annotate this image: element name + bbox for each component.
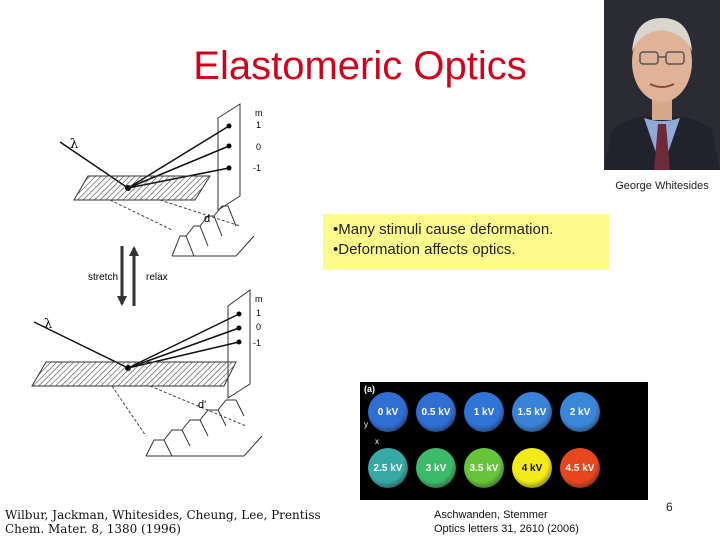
grid-cell: 2.5 kV [368, 448, 408, 488]
order-m1-bottom: -1 [253, 338, 261, 348]
slide-title: Elastomeric Optics [150, 44, 570, 89]
order-0-top: 0 [256, 142, 261, 152]
citation-left-line-2: Chem. Mater. 8, 1380 (1996) [5, 522, 321, 536]
grid-cell: 0.5 kV [416, 392, 456, 432]
period-label-bottom: d' [198, 399, 206, 411]
callout-line-2: •Deformation affects optics. [333, 240, 599, 260]
order-label-bottom: m [255, 294, 263, 304]
grid-cell: 3.5 kV [464, 448, 504, 488]
stretch-label: stretch [88, 272, 118, 283]
order-1-bottom: 1 [256, 308, 261, 318]
citation-right-line-1: Aschwanden, Stemmer [434, 508, 579, 522]
grid-cell: 2 kV [560, 392, 600, 432]
voltage-color-grid: (a) y x 0 kV 0.5 kV 1 kV 1.5 kV 2 kV 2.5… [360, 382, 648, 500]
photo-caption: George Whitesides [604, 180, 720, 192]
axis-y-label: y [364, 420, 368, 429]
citation-left-line-1: Wilbur, Jackman, Whitesides, Cheung, Lee… [5, 508, 321, 522]
grid-cell: 1 kV [464, 392, 504, 432]
panel-label: (a) [364, 384, 375, 394]
axis-x-label: x [375, 437, 379, 446]
diffraction-diagram: λ m 1 0 -1 d stretch relax λ [0, 96, 300, 471]
order-m1-top: -1 [253, 163, 261, 173]
order-label-top: m [255, 108, 263, 118]
grid-cell: 1.5 kV [512, 392, 552, 432]
page-number: 6 [666, 500, 673, 514]
relax-label: relax [146, 272, 168, 283]
grid-cell: 4 kV [512, 448, 552, 488]
citation-right: Aschwanden, Stemmer Optics letters 31, 2… [434, 508, 579, 536]
period-label-top: d [204, 213, 210, 225]
grid-cell: 0 kV [368, 392, 408, 432]
callout-line-1: •Many stimuli cause deformation. [333, 220, 599, 240]
grid-cell: 4.5 kV [560, 448, 600, 488]
grid-cell: 3 kV [416, 448, 456, 488]
key-points-callout: •Many stimuli cause deformation. •Deform… [323, 214, 609, 270]
citation-left: Wilbur, Jackman, Whitesides, Cheung, Lee… [5, 508, 321, 536]
order-0-bottom: 0 [256, 322, 261, 332]
order-1-top: 1 [256, 120, 261, 130]
portrait-photo [604, 0, 720, 170]
citation-right-line-2: Optics letters 31, 2610 (2006) [434, 522, 579, 536]
